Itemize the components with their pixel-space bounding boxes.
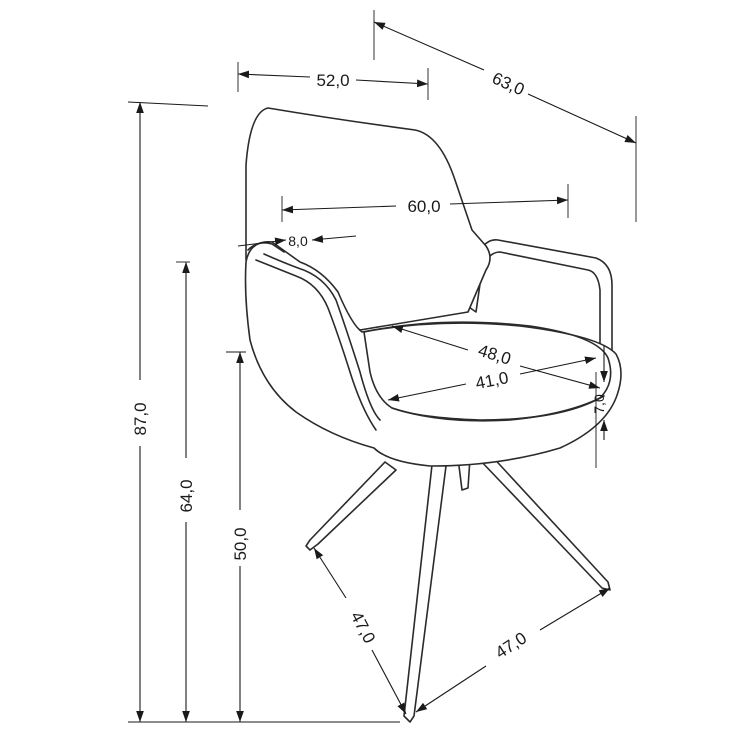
dim-seat-thickness-label: 7,0 (591, 394, 607, 414)
leg-front-center (403, 464, 447, 723)
dim-leg-span-left-arrow-top (313, 547, 347, 599)
dim-height-total: 87,0 (127, 101, 400, 723)
dim-seat-depth-arrow-front (519, 365, 601, 389)
chair-drawing (244, 107, 622, 723)
dim-height-arm: 64,0 (176, 261, 196, 722)
dim-seat-width-arrow-right (519, 356, 597, 375)
seat-shell (244, 241, 622, 467)
dim-width-top-label: 52,0 (316, 71, 349, 90)
dim-seat-thickness: 7,0 (591, 346, 608, 468)
dim-depth-arrow-front (527, 93, 637, 144)
dim-depth-arrow-back (373, 21, 485, 71)
dim-width-top-arrow-right (355, 79, 429, 88)
dim-width-top: 52,0 (237, 62, 429, 100)
dim-depth-label: 63,0 (489, 69, 527, 100)
leg-front-left (305, 461, 397, 551)
dim-leg-span-right-arrow-bottom (415, 665, 487, 713)
dim-leg-span-right: 47,0 (415, 587, 611, 713)
dim-seat-depth-arrow-back (391, 325, 469, 351)
dim-arm-width-label: 8,0 (288, 233, 308, 249)
cushion-piping (391, 395, 605, 422)
dim-height-arm-label: 64,0 (177, 479, 196, 512)
dim-width-top-arrow-left (237, 70, 311, 79)
dim-leg-span-left: 47,0 (313, 547, 407, 715)
dim-arm-width-arrow-left (237, 237, 287, 247)
dim-leg-span-right-arrow-top (539, 587, 611, 631)
dim-width-arms: 60,0 (281, 184, 569, 222)
dim-leg-span-left-arrow-bottom (371, 649, 407, 715)
dim-seat-width-arrow-left (387, 383, 467, 402)
dim-height-seat-label: 50,0 (231, 527, 250, 560)
dim-width-arms-label: 60,0 (407, 197, 440, 216)
chair-legs (305, 451, 611, 723)
dim-width-arms-arrow-right (449, 196, 569, 205)
dim-leg-span-left-label: 47,0 (347, 608, 379, 646)
dim-arm-width-arrow-right (311, 235, 357, 243)
dim-leg-span-right-label: 47,0 (492, 628, 530, 662)
left-arm-inner (263, 253, 381, 421)
dim-width-arms-arrow-left (281, 205, 397, 214)
left-arm-piping (255, 259, 377, 431)
dim-height-seat: 50,0 (226, 351, 250, 722)
dim-arm-width: 8,0 (237, 233, 357, 249)
leg-front-right (477, 451, 611, 591)
dim-height-total-label: 87,0 (131, 402, 150, 435)
